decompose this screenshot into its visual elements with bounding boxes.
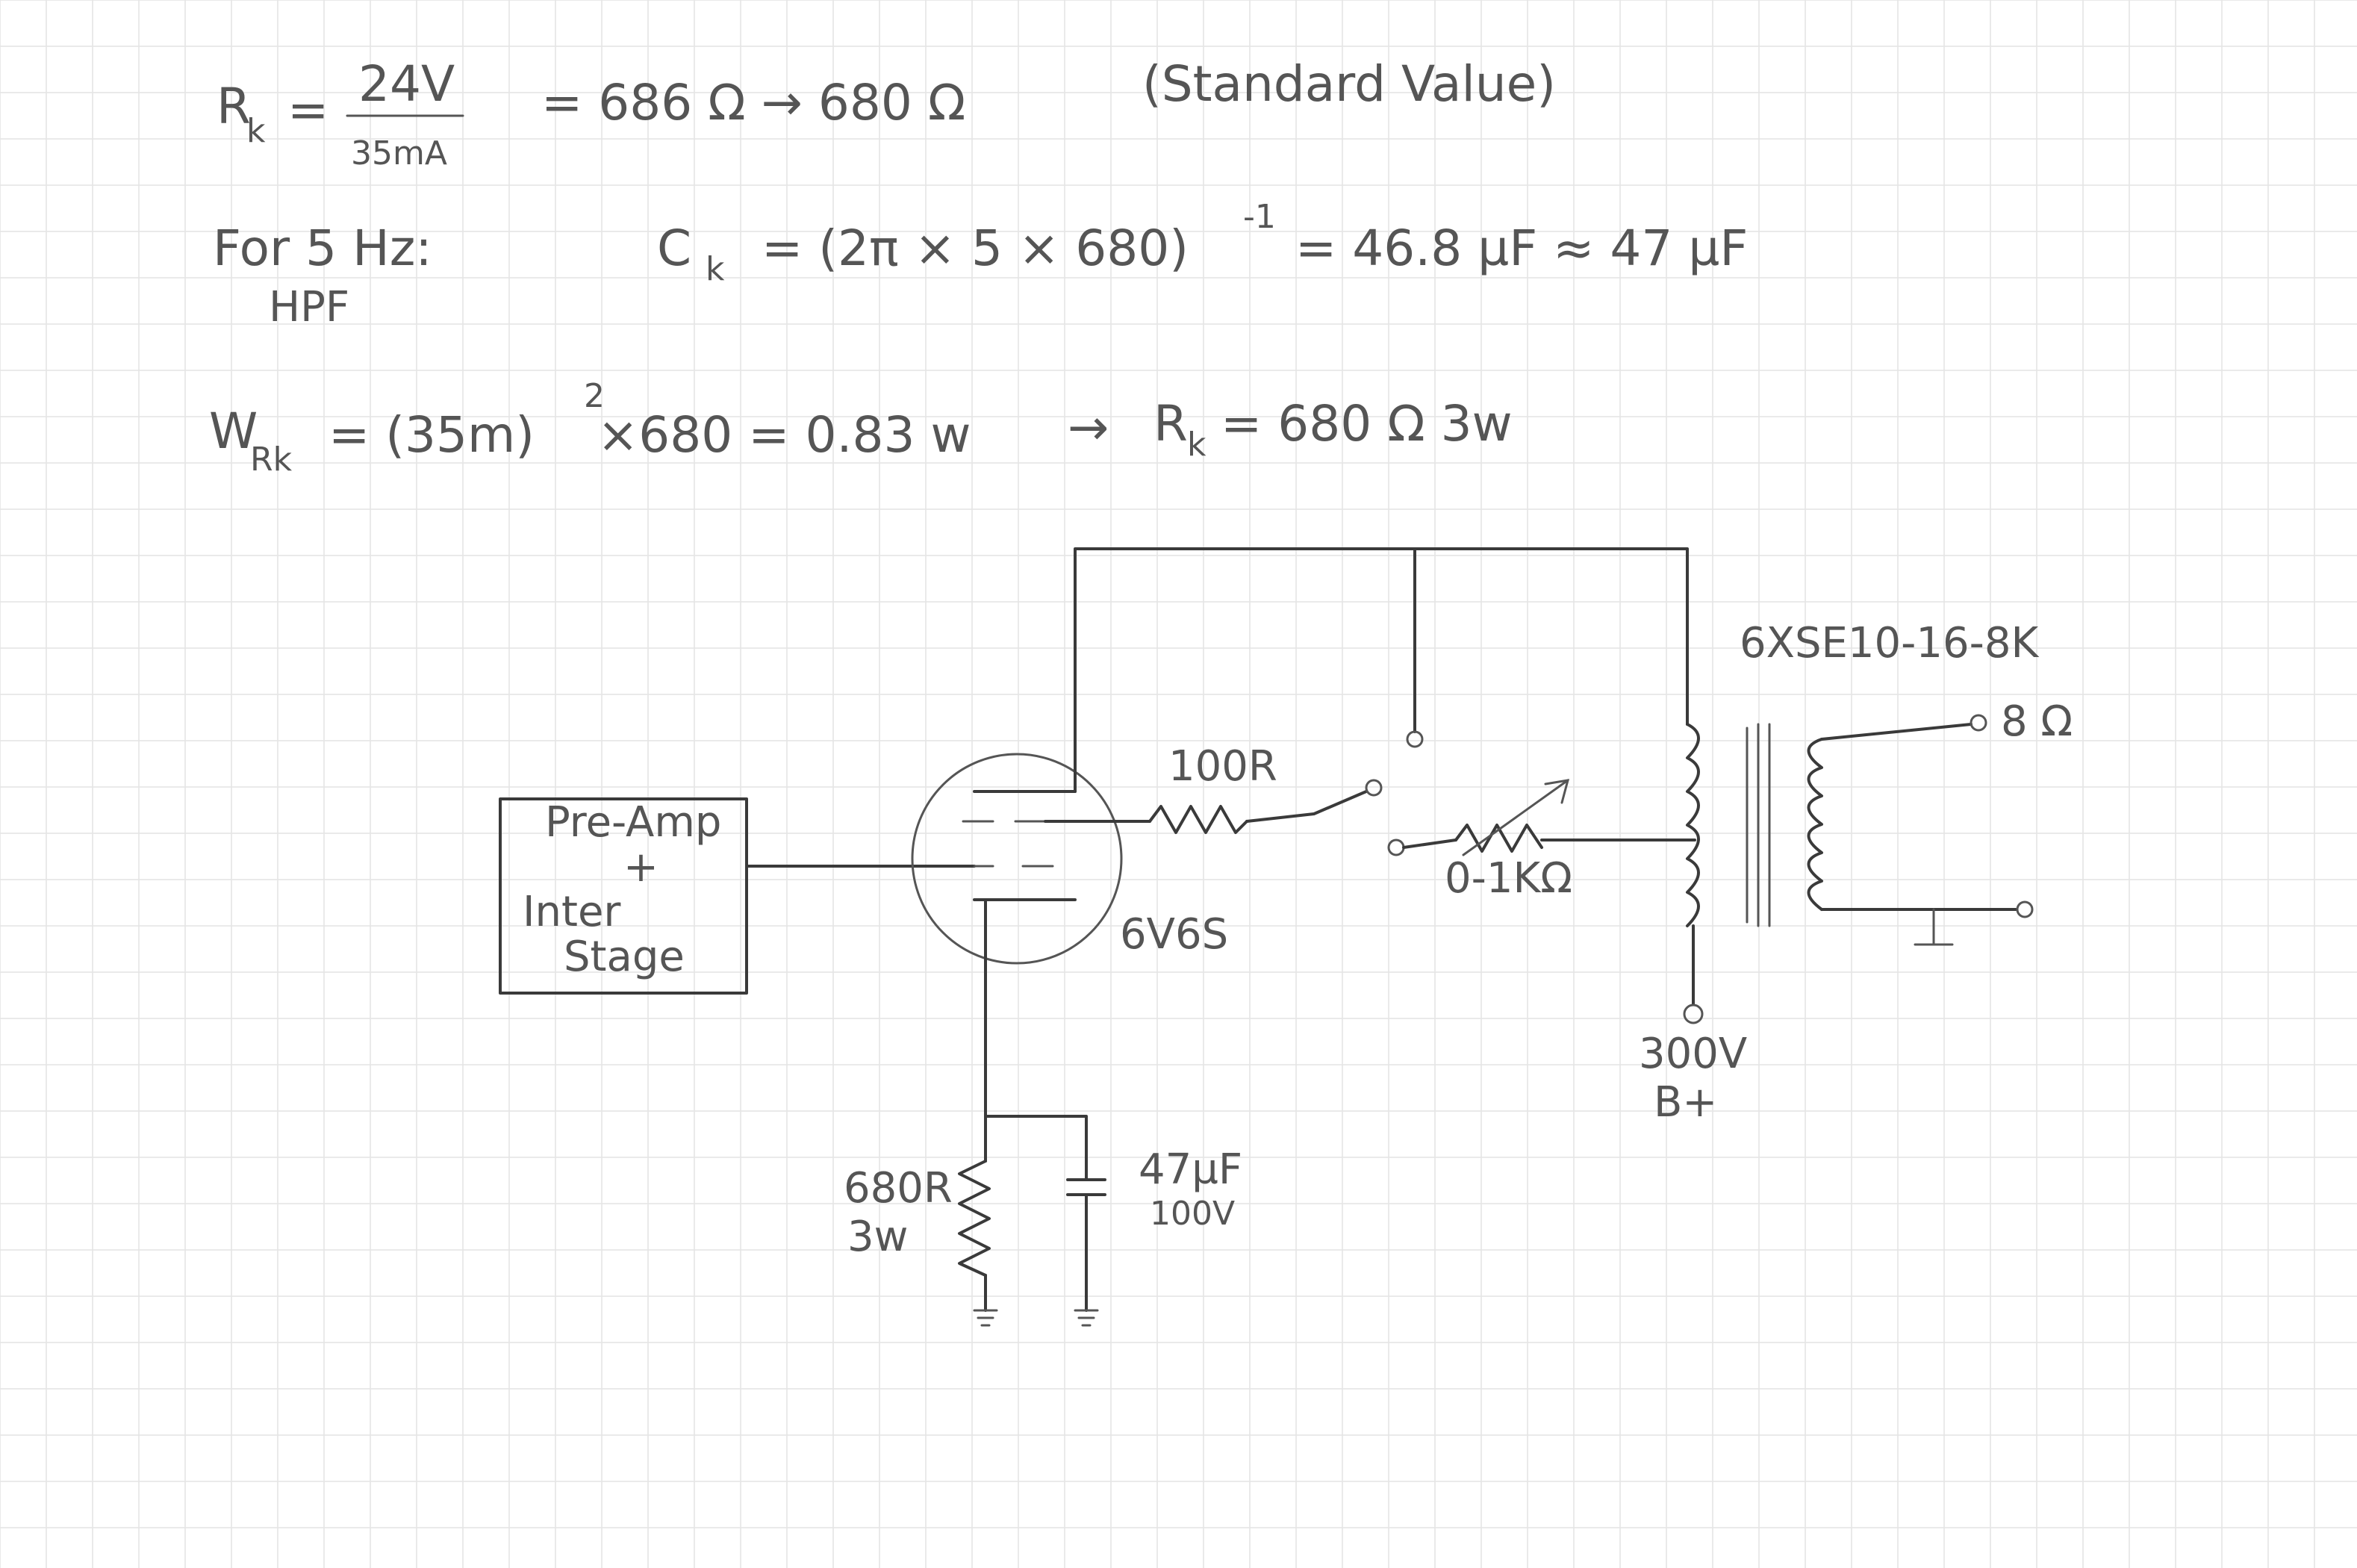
cathode-resistor-label: 680R	[844, 1164, 953, 1213]
w-expression: = (35m)	[329, 406, 535, 464]
screen-resistor-label: 100R	[1168, 742, 1277, 791]
supply-voltage-label: 300V	[1639, 1030, 1747, 1078]
w-exponent: 2	[584, 377, 605, 415]
cathode-bus	[984, 1115, 1088, 1181]
ck-label: C	[657, 220, 691, 277]
preamp-label-3: Inter	[523, 888, 621, 936]
pot-terminal	[1387, 839, 1405, 856]
ck-subscript: k	[706, 250, 725, 288]
primary-winding	[1686, 723, 1700, 927]
w-result-label: R	[1153, 395, 1188, 452]
preamp-block: Pre-Amp + Inter Stage	[499, 797, 748, 995]
rk-equals: =	[287, 81, 329, 139]
screen-resistor-lead	[1245, 790, 1368, 823]
tap-terminal	[1406, 730, 1424, 748]
speaker-terminal	[1970, 714, 1987, 732]
pot-variable-arrow	[1462, 779, 1569, 856]
cathode-cap-label: 47µF	[1139, 1145, 1242, 1194]
output-transformer: 8 Ω 6XSE10-16-8K	[1686, 619, 2073, 946]
transformer-label: 6XSE10-16-8K	[1740, 619, 2039, 668]
ck-calculation: For 5 Hz: HPF C k = (2π × 5 × 680) -1 = …	[213, 198, 1748, 332]
ck-result: = 46.8 µF ≈ 47 µF	[1295, 220, 1748, 277]
speaker-tap-label: 8 Ω	[2001, 697, 2073, 746]
rk-denominator: 35mA	[351, 134, 447, 172]
preamp-label-1: Pre-Amp	[545, 798, 721, 847]
rk-result: = 686 Ω → 680 Ω	[541, 74, 965, 131]
switch-pole-terminal	[1365, 779, 1383, 797]
cathode-resistor-zigzag	[958, 1160, 991, 1277]
ultralinear-pot: 0-1KΩ	[1387, 779, 1696, 903]
plate-wire	[1074, 547, 1689, 793]
pot-label: 0-1KΩ	[1445, 854, 1572, 903]
pot-zigzag	[1454, 824, 1543, 853]
secondary-top-wire	[1820, 723, 1973, 741]
w-label: W	[209, 402, 258, 460]
b-plus-terminal	[1683, 1004, 1704, 1024]
power-calculation: W Rk = (35m) 2 ×680 = 0.83 w → R k = 680…	[209, 377, 1513, 479]
ck-expression: = (2π × 5 × 680)	[762, 220, 1189, 277]
preamp-label-4: Stage	[564, 933, 685, 981]
secondary-winding	[1807, 738, 1823, 911]
rk-numerator: 24V	[358, 55, 455, 113]
preamp-box	[499, 797, 748, 995]
cathode-resistor-power: 3w	[847, 1213, 908, 1261]
rk-calculation: R k = 24V 35mA = 686 Ω → 680 Ω (Standard…	[217, 55, 1556, 172]
rk-label: R	[217, 78, 251, 135]
rk-subscript: k	[246, 112, 266, 150]
cathode-network: 680R 3w 47µF 100V	[844, 898, 1242, 1327]
w-arrow: →	[1068, 399, 1109, 456]
ck-exponent: -1	[1243, 198, 1276, 236]
supply-label: B+	[1654, 1078, 1717, 1127]
w-subscript: Rk	[250, 441, 293, 479]
preamp-label-2: +	[623, 843, 658, 892]
w-result: = 680 Ω 3w	[1221, 395, 1513, 452]
hpf-label: HPF	[269, 283, 349, 332]
pot-arrow-head	[1544, 779, 1570, 804]
w-rest: ×680 = 0.83 w	[597, 406, 971, 464]
standard-value-note: (Standard Value)	[1142, 55, 1556, 113]
w-result-subscript: k	[1187, 426, 1206, 464]
screen-resistor: 100R	[1044, 742, 1383, 834]
pot-lead-left	[1402, 839, 1457, 849]
ground-terminal	[2016, 900, 2034, 918]
screen-resistor-zigzag	[1148, 805, 1248, 834]
tube-envelope	[911, 753, 1123, 965]
b-plus-supply: 300V B+	[1639, 924, 1747, 1127]
tube-6v6: 6V6S	[911, 753, 1228, 965]
tube-label: 6V6S	[1120, 910, 1228, 959]
cathode-cap-voltage: 100V	[1150, 1195, 1235, 1233]
hpf-frequency-label: For 5 Hz:	[213, 220, 432, 277]
